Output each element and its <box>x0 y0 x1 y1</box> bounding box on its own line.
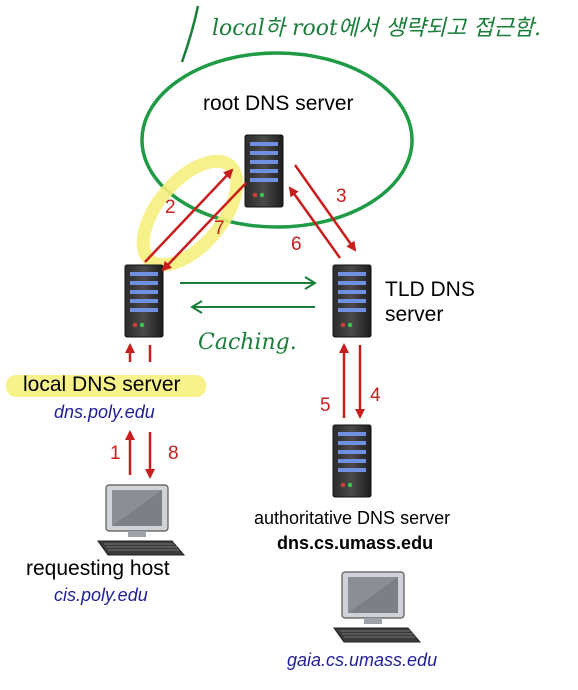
root-note-annotation: local하 root에서 생략되고 접근함. <box>212 16 541 41</box>
step-6-label: 6 <box>291 234 302 255</box>
annotation-stroke <box>180 5 200 63</box>
caching-note-annotation: Caching. <box>198 330 297 355</box>
tld-server-icon <box>332 264 372 338</box>
step-8-label: 8 <box>168 443 179 464</box>
requesting-host-label: requesting host <box>26 557 170 580</box>
local-server-highlight <box>6 375 206 397</box>
step-3-label: 3 <box>336 186 347 207</box>
highlight-ring <box>136 154 244 272</box>
local-server-host: dns.poly.edu <box>54 402 155 422</box>
step-1-label: 1 <box>110 443 121 464</box>
tld-server-label-line1: TLD DNS <box>385 278 475 301</box>
step-7-label: 7 <box>214 218 225 239</box>
step-4-label: 4 <box>370 385 381 406</box>
root-circle-annotation <box>140 51 414 229</box>
step-2-label: 2 <box>165 197 176 218</box>
local-server-label: local DNS server <box>23 373 181 396</box>
step-5-label: 5 <box>320 395 331 416</box>
authoritative-server-icon <box>332 424 372 498</box>
tld-server-label-line2: server <box>385 303 444 326</box>
arrow-7 <box>161 182 247 272</box>
gaia-computer-icon <box>333 571 421 643</box>
authoritative-server-host: dns.cs.umass.edu <box>277 533 434 553</box>
gaia-host-name: gaia.cs.umass.edu <box>287 650 438 670</box>
root-server-label: root DNS server <box>203 92 354 115</box>
arrow-6 <box>288 186 342 259</box>
root-server-icon <box>244 134 284 208</box>
arrow-3 <box>293 164 357 252</box>
requesting-host-computer-icon <box>97 484 185 556</box>
requesting-host-name: cis.poly.edu <box>54 585 148 605</box>
authoritative-server-label: authoritative DNS server <box>254 508 451 528</box>
local-server-icon <box>124 264 164 338</box>
arrow-2 <box>144 168 234 263</box>
